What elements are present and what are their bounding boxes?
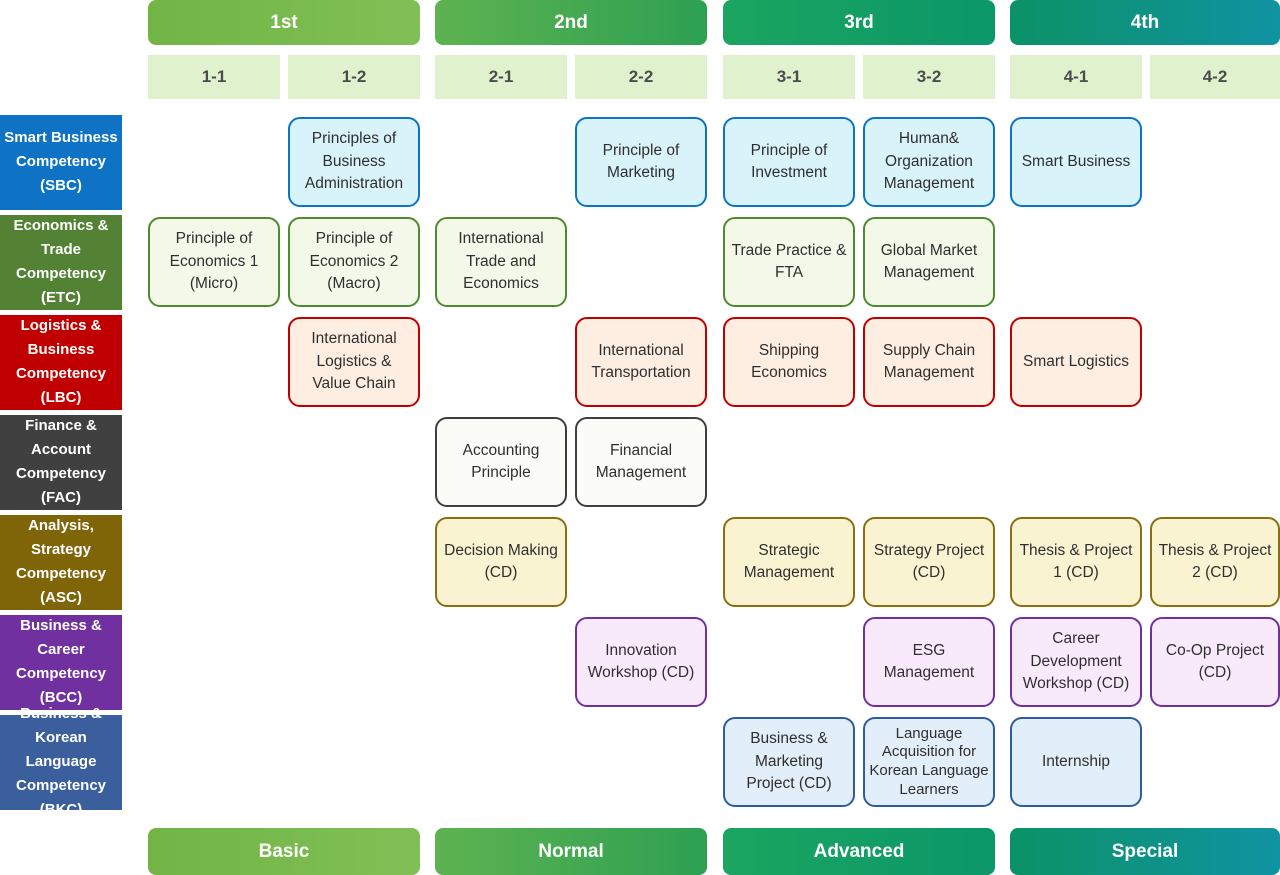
course-human-organization-management: Human& Organization Management: [863, 117, 995, 207]
competency-asc: Analysis, Strategy Competency (ASC): [0, 514, 122, 610]
level-basic: Basic: [148, 828, 420, 875]
course-esg-management: ESG Management: [863, 617, 995, 707]
course-language-acquisition-korean: Language Acquisition for Korean Language…: [863, 717, 995, 807]
competency-lbc: Logistics & Business Competency (LBC): [0, 314, 122, 410]
course-shipping-economics: Shipping Economics: [723, 317, 855, 407]
competency-bcc: Business & Career Competency (BCC): [0, 614, 122, 710]
course-business-marketing-project-cd: Business & Marketing Project (CD): [723, 717, 855, 807]
competency-fac: Finance & Account Competency (FAC): [0, 414, 122, 510]
competency-lbc-label: Logistics & Business Competency (LBC): [15, 317, 107, 406]
semester-cell-1-2: 1-2: [288, 55, 420, 99]
competency-bkc-label: Business & Korean Language Competency (B…: [15, 705, 107, 818]
level-normal: Normal: [435, 828, 707, 875]
competency-bcc-label: Business & Career Competency (BCC): [15, 617, 107, 706]
competency-etc-label: Economics & Trade Competency (ETC): [13, 217, 109, 306]
course-principle-of-economics-1: Principle of Economics 1 (Micro): [148, 217, 280, 307]
course-international-trade-and-economics: International Trade and Economics: [435, 217, 567, 307]
competency-fac-label: Finance & Account Competency (FAC): [15, 417, 107, 506]
course-strategic-management: Strategic Management: [723, 517, 855, 607]
competency-sbc-label: Smart Business Competency (SBC): [4, 129, 118, 194]
course-accounting-principle: Accounting Principle: [435, 417, 567, 507]
semester-cell-2-1: 2-1: [435, 55, 567, 99]
course-international-transportation: International Transportation: [575, 317, 707, 407]
course-principles-of-business-administration: Principles of Business Administration: [288, 117, 420, 207]
year-header-2nd: 2nd: [435, 0, 707, 45]
competency-etc: Economics & Trade Competency (ETC): [0, 214, 122, 310]
course-principle-of-investment: Principle of Investment: [723, 117, 855, 207]
course-career-development-workshop-cd: Career Development Workshop (CD): [1010, 617, 1142, 707]
semester-cell-3-2: 3-2: [863, 55, 995, 99]
course-financial-management: Financial Management: [575, 417, 707, 507]
course-smart-logistics: Smart Logistics: [1010, 317, 1142, 407]
level-special: Special: [1010, 828, 1280, 875]
semester-cell-2-2: 2-2: [575, 55, 707, 99]
semester-cell-4-2: 4-2: [1150, 55, 1280, 99]
course-supply-chain-management: Supply Chain Management: [863, 317, 995, 407]
level-advanced: Advanced: [723, 828, 995, 875]
course-smart-business: Smart Business: [1010, 117, 1142, 207]
competency-bkc: Business & Korean Language Competency (B…: [0, 705, 122, 818]
course-thesis-project-2-cd: Thesis & Project 2 (CD): [1150, 517, 1280, 607]
course-internship: Internship: [1010, 717, 1142, 807]
course-thesis-project-1-cd: Thesis & Project 1 (CD): [1010, 517, 1142, 607]
year-header-3rd: 3rd: [723, 0, 995, 45]
course-trade-practice-fta: Trade Practice & FTA: [723, 217, 855, 307]
course-principle-of-marketing: Principle of Marketing: [575, 117, 707, 207]
competency-sbc: Smart Business Competency (SBC): [0, 114, 122, 210]
year-header-1st: 1st: [148, 0, 420, 45]
course-decision-making-cd: Decision Making (CD): [435, 517, 567, 607]
competency-asc-label: Analysis, Strategy Competency (ASC): [15, 517, 107, 606]
course-strategy-project-cd: Strategy Project (CD): [863, 517, 995, 607]
course-co-op-project-cd: Co-Op Project (CD): [1150, 617, 1280, 707]
course-global-market-management: Global Market Management: [863, 217, 995, 307]
course-innovation-workshop-cd: Innovation Workshop (CD): [575, 617, 707, 707]
semester-cell-4-1: 4-1: [1010, 55, 1142, 99]
year-header-4th: 4th: [1010, 0, 1280, 45]
semester-cell-1-1: 1-1: [148, 55, 280, 99]
semester-cell-3-1: 3-1: [723, 55, 855, 99]
course-international-logistics-value-chain: International Logistics & Value Chain: [288, 317, 420, 407]
course-principle-of-economics-2: Principle of Economics 2 (Macro): [288, 217, 420, 307]
